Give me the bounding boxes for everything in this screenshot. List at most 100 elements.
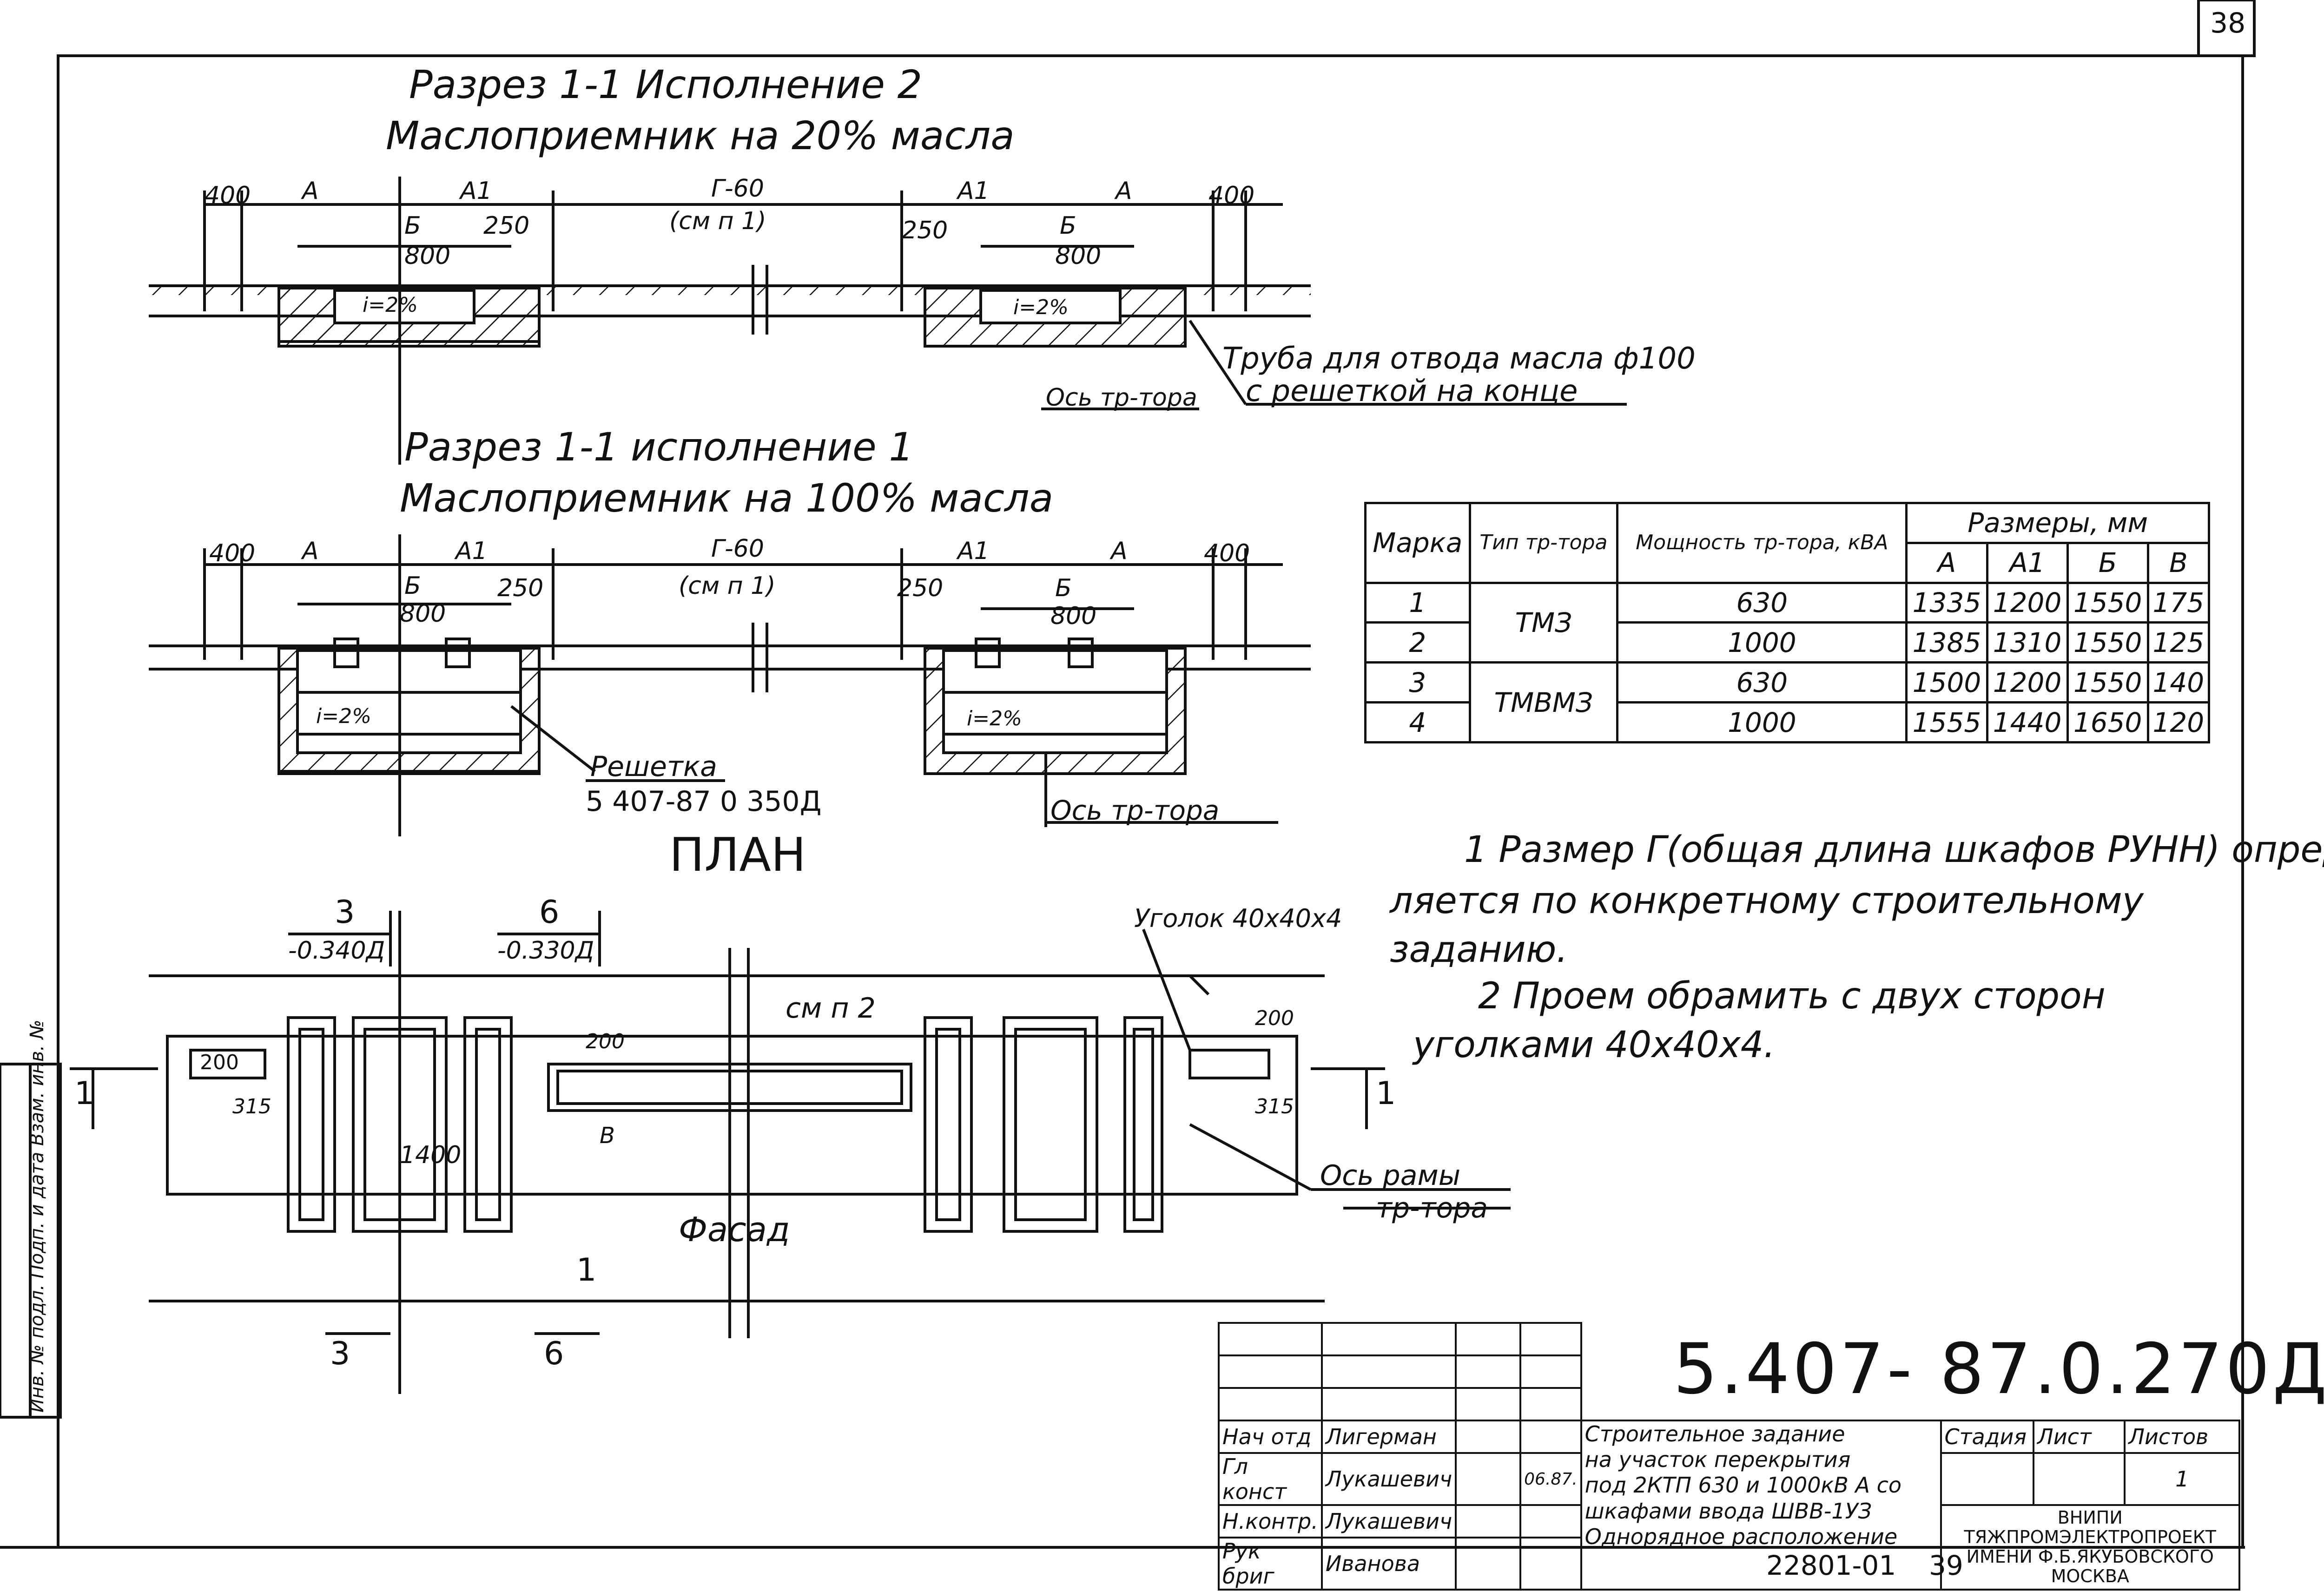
- cut-6-bottom: 6: [544, 1335, 564, 1372]
- dim-b-right: Б: [1060, 212, 1076, 240]
- pipe-callout-2: с решеткой на конце: [1246, 374, 1578, 408]
- pipe-callout: Труба для отвода масла ф100: [1222, 342, 1696, 376]
- th-a: А: [1905, 541, 1988, 584]
- dim-200-right: 200: [1255, 1006, 1294, 1030]
- plan-view: [70, 911, 1511, 1394]
- role-1: Гл конст: [1218, 1452, 1323, 1506]
- slope-left: i=2%: [363, 293, 418, 317]
- section2-title: Разрез 1-1 Исполнение 2: [409, 62, 923, 107]
- th-type: Тип тр-тора: [1468, 502, 1619, 584]
- note-1-line-3: заданию.: [1390, 929, 1568, 971]
- axis-frame-callout-2: тр-тора: [1376, 1192, 1488, 1224]
- table-row: 3 ТМВМЗ 630 1500 1200 1550 140: [1364, 661, 2211, 743]
- dim-800-right: 800: [1055, 242, 1102, 270]
- angle-callout: Уголок 40х40х4: [1134, 904, 1342, 933]
- margin-stamp: Инв. № подл. Подп. и дата Взам. инв. №: [26, 1019, 48, 1413]
- dim-b-right-s1: Б: [1055, 574, 1072, 602]
- note-1-line-1: 1 Размер Г(общая длина шкафов РУНН) опре…: [1464, 829, 2324, 871]
- table-row: 1 ТМЗ 630 1335 1200 1550 175: [1364, 581, 2211, 664]
- cut-6-ref: -0.330Д: [497, 937, 594, 965]
- see-note-1-s1: (см п 1): [679, 572, 776, 600]
- stage-label: Стадия: [1940, 1420, 2035, 1454]
- see-note-2: см п 2: [786, 992, 876, 1025]
- cut-3-bottom: 3: [330, 1335, 350, 1372]
- dim-250-left-s1: 250: [497, 574, 544, 602]
- transformer-spec-table: Марка Тип тр-тора Мощность тр-тора, кВА …: [1364, 502, 2211, 743]
- plan-title: ПЛАН: [669, 828, 806, 882]
- title-block: Нач отд Лигерман Строительное задание на…: [1218, 1322, 2241, 1591]
- slope-right-s1: i=2%: [967, 707, 1022, 730]
- dim-250-right: 250: [902, 217, 948, 244]
- cut-1-bottom: 1: [576, 1252, 597, 1289]
- table-row: 4 1000 1555 1440 1650 120: [1364, 701, 2211, 743]
- dim-g60: Г-60: [711, 175, 764, 203]
- role-0: Нач отд: [1218, 1420, 1323, 1454]
- cut-3-top: 3: [335, 894, 355, 931]
- section1-subtitle: Маслоприемник на 100% масла: [400, 475, 1054, 521]
- section2-subtitle: Маслоприемник на 20% масла: [386, 113, 1015, 158]
- section-execution-1: [149, 534, 1311, 836]
- doc-description: Строительное задание на участок перекрыт…: [1580, 1420, 1942, 1591]
- name-2: Лукашевич: [1320, 1504, 1457, 1538]
- role-2: Н.контр.: [1218, 1504, 1323, 1538]
- sheet-number-box: [2197, 0, 2256, 57]
- dim-250-left: 250: [483, 212, 530, 240]
- sheet-number: 38: [2210, 7, 2246, 39]
- axis-transformer-bottom: Ось тр-тора: [1050, 795, 1220, 826]
- dim-a1-left-s1: А1: [456, 537, 488, 565]
- note-1-line-2: ляется по конкретному строительному: [1390, 880, 2144, 922]
- note-2-line-1: 2 Проем обрамить с двух сторон: [1478, 975, 2106, 1017]
- dim-250-right-s1: 250: [897, 574, 944, 602]
- dim-b-left-s1: Б: [404, 572, 421, 600]
- slope-right: i=2%: [1013, 296, 1069, 319]
- dim-800-right-s1: 800: [1050, 602, 1097, 630]
- name-1: Лукашевич: [1320, 1452, 1457, 1506]
- cut-1-left: 1: [74, 1075, 95, 1112]
- document-code: 5.407- 87.0.270Д: [1673, 1329, 2324, 1410]
- dim-400-right: 400: [1208, 182, 1255, 210]
- dim-400-right-s1: 400: [1204, 539, 1250, 567]
- dim-800-left-s1: 800: [400, 600, 446, 628]
- th-power: Мощность тр-тора, кВА: [1616, 502, 1908, 584]
- dim-a1-left: А1: [460, 177, 492, 205]
- facade-label: Фасад: [679, 1210, 790, 1249]
- th-v: В: [2146, 541, 2211, 584]
- dim-800-left: 800: [404, 242, 451, 270]
- cut-1-right: 1: [1376, 1075, 1396, 1112]
- cut-6-top: 6: [539, 894, 560, 931]
- grating-callout: Решетка: [590, 750, 717, 783]
- note-2-line-2: уголками 40х40х4.: [1413, 1024, 1776, 1066]
- dim-a-left: А: [302, 177, 319, 205]
- dim-g60-s1: Г-60: [711, 535, 764, 563]
- dim-1400: 1400: [400, 1141, 462, 1169]
- section1-title: Разрез 1-1 исполнение 1: [404, 424, 914, 470]
- organization: ВНИПИ ТЯЖПРОМЭЛЕКТРОПРОЕКТ ИМЕНИ Ф.Б.ЯКУ…: [1940, 1504, 2241, 1591]
- dim-v: В: [600, 1123, 615, 1149]
- dim-400-left-s1: 400: [209, 539, 256, 567]
- slope-left-s1: i=2%: [316, 704, 371, 728]
- dim-a-left-s1: А: [302, 537, 319, 565]
- dim-a1-right-s1: А1: [957, 537, 990, 565]
- dim-315-right: 315: [1255, 1095, 1294, 1118]
- sheets-label: Листов: [2124, 1420, 2240, 1454]
- dim-a-right-s1: А: [1111, 537, 1128, 565]
- sheets-value: 1: [2124, 1452, 2240, 1506]
- name-0: Лигерман: [1320, 1420, 1457, 1454]
- role-3: Рук бриг: [1218, 1537, 1323, 1591]
- dim-200-opening: 200: [586, 1030, 625, 1053]
- th-b: Б: [2066, 541, 2149, 584]
- page-number: 39: [1929, 1550, 1963, 1581]
- dim-b-left: Б: [404, 212, 421, 240]
- section-execution-2: [149, 177, 1627, 465]
- sheet-label: Лист: [2033, 1420, 2126, 1454]
- dim-a-right: А: [1116, 177, 1132, 205]
- see-note-1: (см п 1): [669, 207, 766, 235]
- date: 06.87.: [1519, 1452, 1582, 1506]
- table-row: 2 1000 1385 1310 1550 125: [1364, 621, 2211, 664]
- inventory-number: 22801-01: [1766, 1550, 1896, 1581]
- dim-200-left: 200: [200, 1051, 239, 1074]
- th-a1: А1: [1986, 541, 2069, 584]
- dim-a1-right: А1: [957, 177, 990, 205]
- axis-transformer-top: Ось тр-тора: [1046, 384, 1197, 412]
